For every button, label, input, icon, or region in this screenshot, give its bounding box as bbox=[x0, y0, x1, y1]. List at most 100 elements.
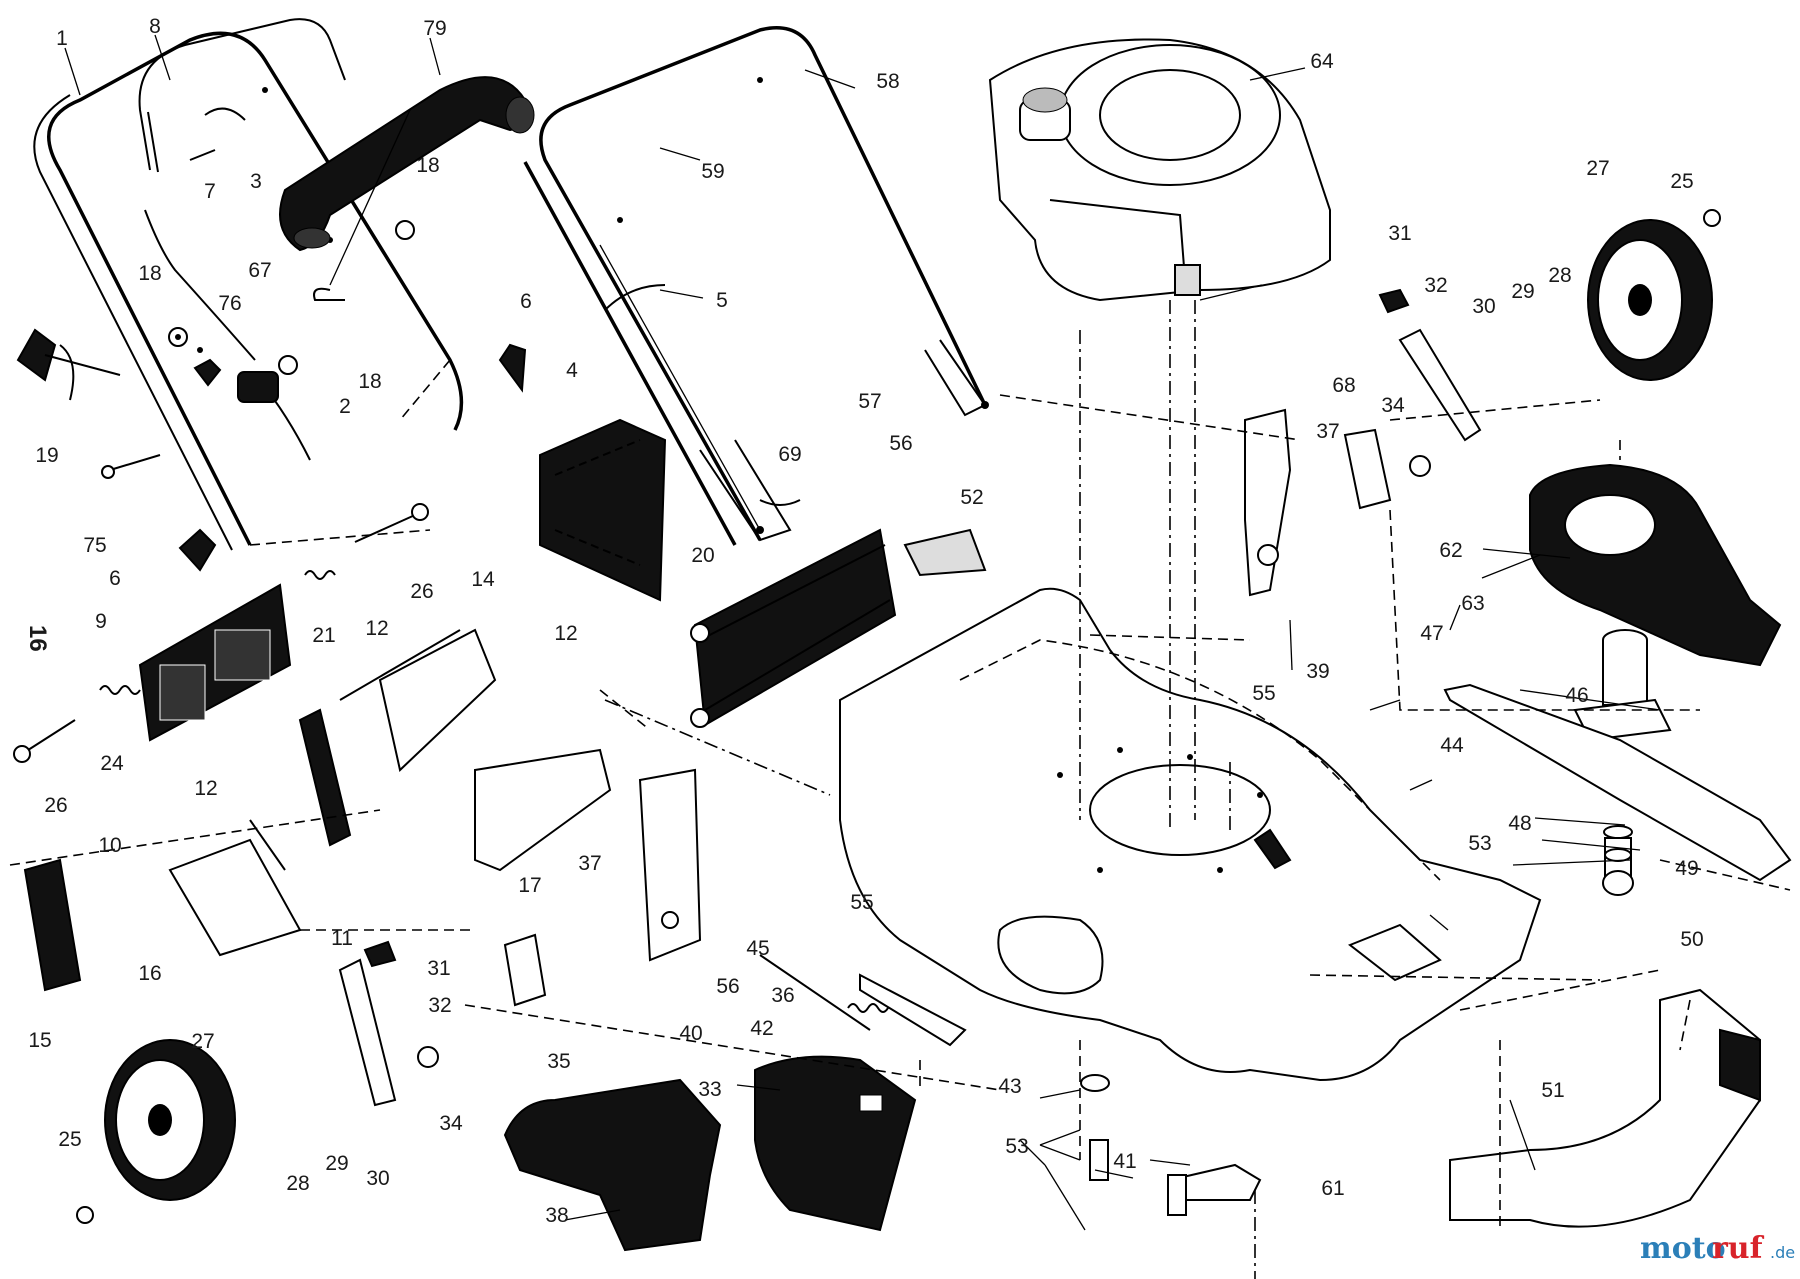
pivot-plate-68 bbox=[1343, 428, 1392, 510]
part-callout-51: 51 bbox=[1541, 1079, 1564, 1102]
cable-ties bbox=[604, 284, 801, 506]
part-callout-27: 27 bbox=[1586, 157, 1609, 180]
part-callout-15: 15 bbox=[28, 1029, 51, 1052]
part-callout-55: 55 bbox=[1252, 682, 1275, 705]
side-plate-15 bbox=[23, 858, 82, 992]
part-callout-46: 46 bbox=[1565, 684, 1588, 707]
long-bolts bbox=[13, 503, 429, 763]
part-callout-20: 20 bbox=[691, 544, 714, 567]
part-callout-29: 29 bbox=[325, 1152, 348, 1175]
part-callout-79: 79 bbox=[423, 17, 446, 40]
wheel-adjusters bbox=[338, 288, 1482, 1107]
part-callout-9: 9 bbox=[95, 610, 107, 633]
part-callout-29: 29 bbox=[1511, 280, 1534, 303]
part-callout-18: 18 bbox=[138, 262, 161, 285]
assembly-lines bbox=[9, 300, 1791, 1279]
grass-bag-frame bbox=[539, 418, 667, 602]
part-callout-38: 38 bbox=[545, 1204, 568, 1227]
height-bracket-right bbox=[1244, 408, 1292, 597]
part-callout-14: 14 bbox=[471, 568, 495, 591]
part-callout-58: 58 bbox=[876, 70, 899, 93]
part-callout-11: 11 bbox=[331, 927, 353, 950]
part-callout-18: 18 bbox=[416, 154, 439, 177]
part-callout-53: 53 bbox=[1468, 832, 1491, 855]
part-callout-61: 61 bbox=[1321, 1177, 1344, 1200]
watermark-brand-a: moto bbox=[1640, 1231, 1726, 1266]
part-callout-49: 49 bbox=[1675, 857, 1698, 880]
axle-bracket-36 bbox=[859, 973, 967, 1047]
side-chute-38 bbox=[503, 1078, 722, 1252]
part-callout-33: 33 bbox=[698, 1078, 721, 1101]
part-callout-44: 44 bbox=[1440, 734, 1464, 757]
part-callout-30: 30 bbox=[1472, 295, 1495, 318]
part-callout-76: 76 bbox=[218, 292, 241, 315]
deck-fasteners bbox=[1080, 1074, 1262, 1216]
baffle-62 bbox=[1529, 463, 1782, 667]
part-callout-34: 34 bbox=[1381, 394, 1405, 417]
bag-bracket-17 bbox=[474, 748, 612, 872]
part-callout-68: 68 bbox=[1332, 374, 1355, 397]
bracket-40 bbox=[638, 768, 702, 962]
part-callout-47: 47 bbox=[1420, 622, 1443, 645]
part-callout-43: 43 bbox=[998, 1075, 1021, 1098]
part-callout-36: 36 bbox=[771, 984, 794, 1007]
part-callout-26: 26 bbox=[44, 794, 67, 817]
part-callout-53: 53 bbox=[1005, 1135, 1028, 1158]
part-callout-3: 3 bbox=[250, 170, 262, 193]
part-callout-56: 56 bbox=[716, 975, 739, 998]
part-callout-12: 12 bbox=[194, 777, 217, 800]
part-callout-10: 10 bbox=[98, 834, 121, 857]
part-callout-27: 27 bbox=[191, 1030, 214, 1053]
part-callout-6: 6 bbox=[109, 567, 121, 590]
part-callout-75: 75 bbox=[83, 534, 106, 557]
watermark-suffix: .de bbox=[1770, 1243, 1795, 1262]
front-wheel-right bbox=[1587, 209, 1721, 381]
part-callout-8: 8 bbox=[149, 15, 161, 38]
part-callout-1: 1 bbox=[56, 27, 68, 50]
part-callout-52: 52 bbox=[960, 486, 983, 509]
part-callout-25: 25 bbox=[1670, 170, 1693, 193]
part-callout-6: 6 bbox=[520, 290, 532, 313]
blade-47 bbox=[1443, 683, 1792, 882]
rear-door bbox=[690, 528, 897, 728]
part-callout-37: 37 bbox=[578, 852, 601, 875]
cable-assembly bbox=[144, 209, 311, 461]
rear-wheel-left bbox=[76, 1039, 236, 1224]
part-callout-30: 30 bbox=[366, 1167, 389, 1190]
discharge-chute-52 bbox=[903, 528, 987, 577]
part-callout-35: 35 bbox=[547, 1050, 570, 1073]
page-number: 16 bbox=[24, 625, 51, 652]
part-callout-21: 21 bbox=[312, 624, 335, 647]
part-callout-12: 12 bbox=[554, 622, 577, 645]
part-callout-32: 32 bbox=[1424, 274, 1447, 297]
part-callout-39: 39 bbox=[1306, 660, 1329, 683]
handle-grip-hose bbox=[279, 76, 535, 252]
mulch-plug-33 bbox=[754, 1055, 917, 1232]
part-callout-62: 62 bbox=[1439, 539, 1462, 562]
axle-rod-45 bbox=[759, 954, 871, 1031]
handle-hardware bbox=[101, 107, 415, 479]
part-callout-31: 31 bbox=[1388, 222, 1411, 245]
watermark-brand-b: ruf bbox=[1712, 1231, 1765, 1266]
part-callout-45: 45 bbox=[746, 937, 769, 960]
part-callout-26: 26 bbox=[410, 580, 433, 603]
blade-adapter-46 bbox=[1573, 629, 1672, 742]
rear-flap bbox=[138, 583, 292, 742]
part-callout-50: 50 bbox=[1680, 928, 1703, 951]
part-callout-32: 32 bbox=[428, 994, 451, 1017]
leader-lines bbox=[64, 34, 1661, 1231]
part-callout-59: 59 bbox=[701, 160, 724, 183]
upper-handle bbox=[523, 26, 989, 546]
part-callout-24: 24 bbox=[100, 752, 124, 775]
engine bbox=[988, 38, 1331, 302]
height-adjust-bracket-left bbox=[298, 628, 497, 847]
bracket-16 bbox=[168, 819, 302, 957]
control-bar bbox=[138, 18, 346, 173]
lower-handle bbox=[33, 31, 464, 551]
part-callout-37: 37 bbox=[1316, 420, 1339, 443]
watermark-logo: moto ruf .de bbox=[1640, 1231, 1795, 1266]
part-callout-16: 16 bbox=[138, 962, 161, 985]
mower-deck bbox=[839, 587, 1542, 1082]
part-callout-5: 5 bbox=[716, 289, 728, 312]
